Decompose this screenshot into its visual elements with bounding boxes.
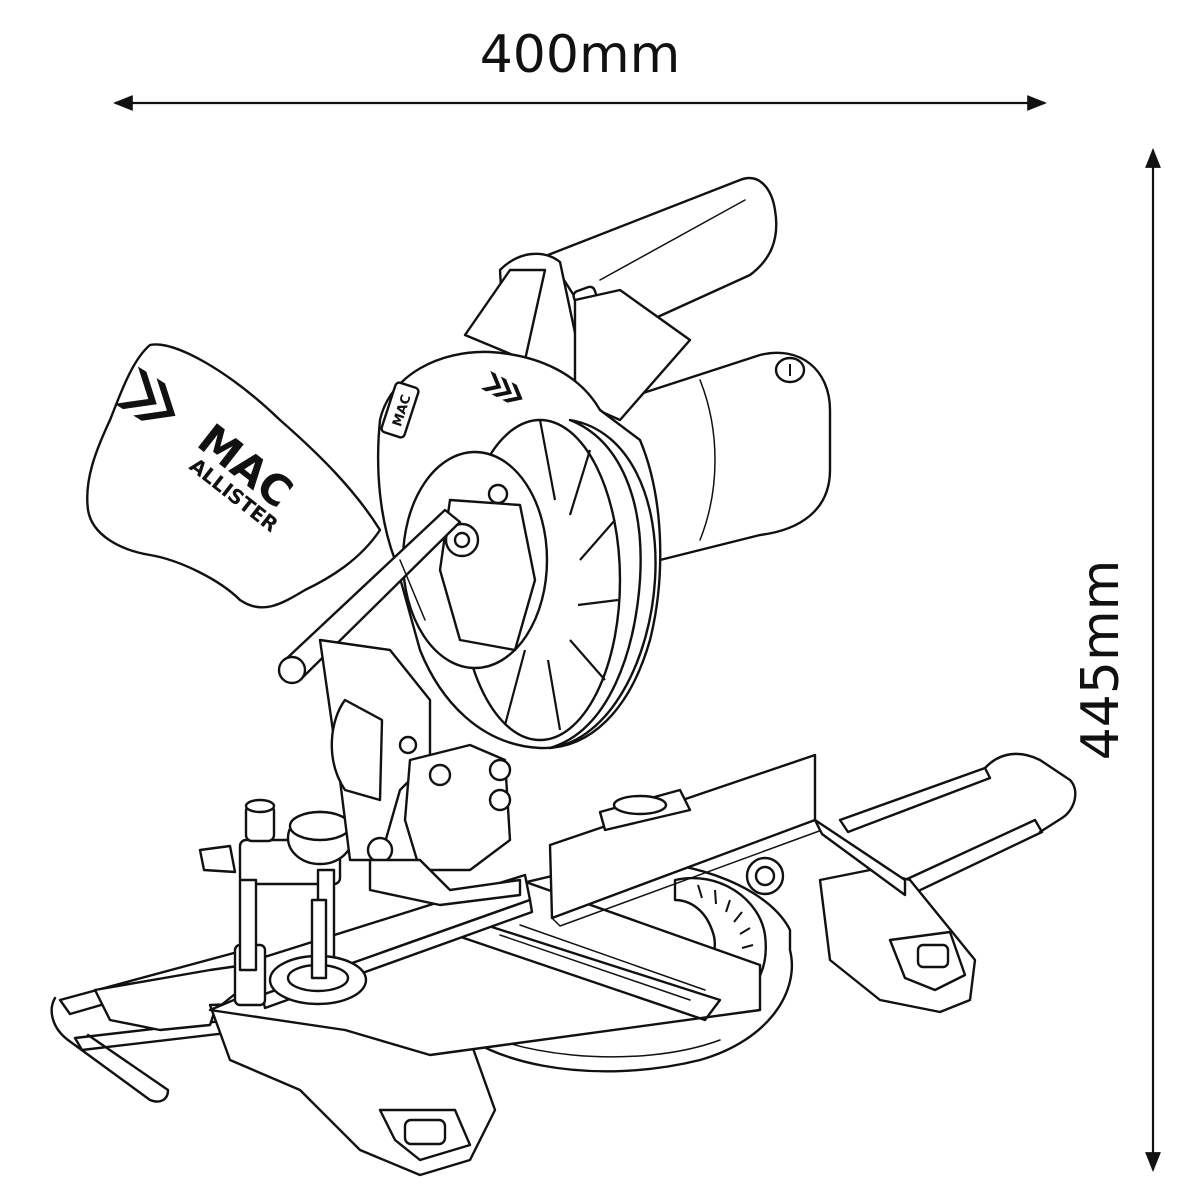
right-leg [818,868,977,1014]
height-label: 445mm [1071,560,1131,761]
guard-chevrons-icon [480,370,523,403]
height-dimension: 445mm [1071,148,1161,1172]
width-label: 400mm [480,25,681,85]
blade-guard: MAC [277,350,662,750]
brand-tag: MAC ALLISTER [86,343,382,609]
hold-down-clamp [198,798,368,1006]
width-dimension: 400mm [113,25,1047,111]
chevrons-logo-icon [114,366,176,421]
saw-handle [463,176,778,422]
blade-spokes [503,419,619,731]
bevel-scale-ticks [697,884,754,979]
right-fence [548,753,907,927]
pivot-arm [318,638,522,907]
saw-base [50,752,1077,1177]
